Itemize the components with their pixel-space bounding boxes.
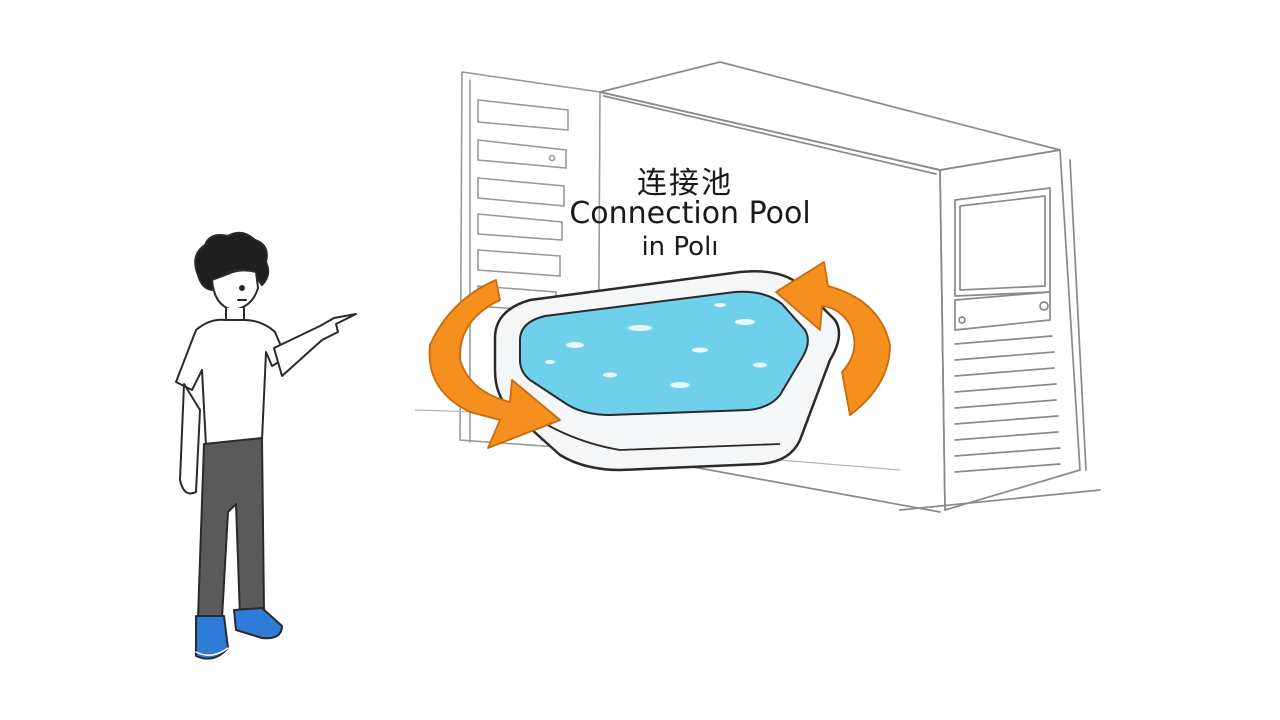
pool-subtitle: in Polı xyxy=(641,232,719,262)
pool-tub-icon xyxy=(493,270,841,472)
pool-title-chinese: 连接池 xyxy=(637,166,733,201)
cycle-arrows-icon xyxy=(428,261,891,449)
pool-title-english: Connection Pool xyxy=(569,196,811,231)
person-pointing-icon xyxy=(175,231,357,660)
